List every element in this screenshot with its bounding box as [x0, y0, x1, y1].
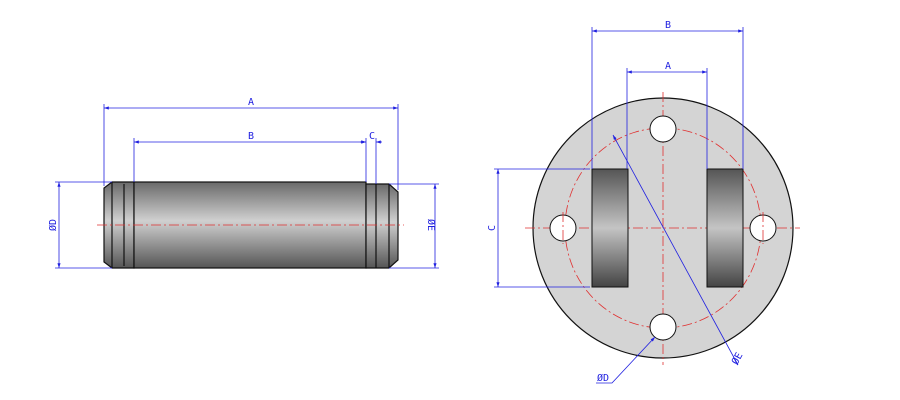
slot-left	[591, 168, 629, 288]
dimension-e	[612, 134, 739, 366]
label-e: ØE	[425, 219, 437, 231]
label-e: ØE	[729, 350, 745, 366]
label-b: B	[665, 20, 671, 31]
slot-right	[706, 168, 744, 288]
label-b: B	[248, 131, 254, 142]
label-d: ØD	[597, 372, 609, 384]
label-a: A	[248, 97, 254, 108]
label-c: C	[369, 131, 375, 142]
label-a: A	[665, 61, 671, 72]
pin-right-end	[365, 183, 399, 269]
dimension-d-leader	[596, 336, 656, 384]
label-d: ØD	[47, 219, 59, 231]
hole-bottom	[649, 313, 677, 341]
label-c: C	[487, 225, 498, 231]
hole-top	[649, 115, 677, 143]
plate-front-view: B A C ØE ØD	[487, 20, 800, 384]
pin-side-view: A B C ØD ØE	[47, 97, 439, 269]
